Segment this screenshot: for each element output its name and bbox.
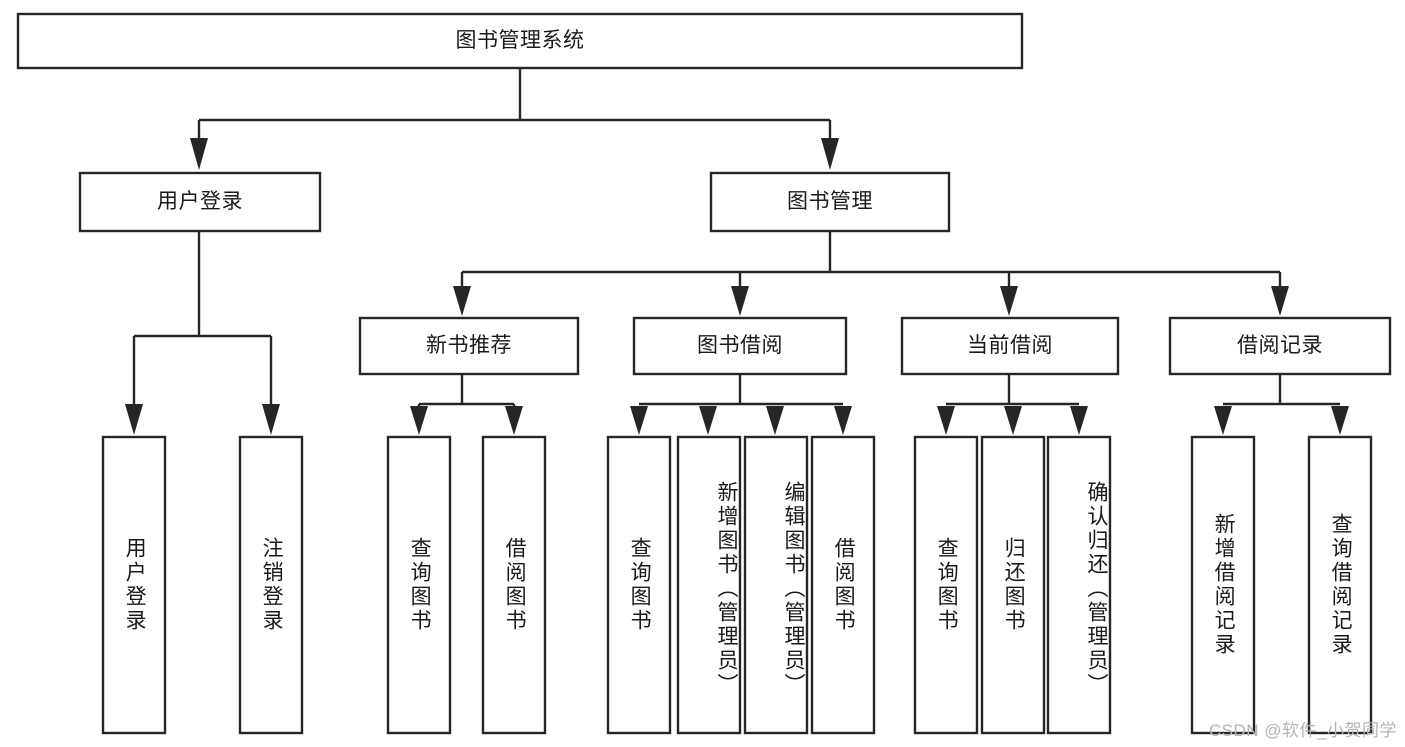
connector-group-book-management (453, 231, 1289, 316)
connector-group-user-login (125, 231, 280, 435)
arrow-head-leaf-return-book (1004, 406, 1022, 435)
node-box-book-borrow[interactable] (632, 316, 848, 376)
node-box-borrow-record[interactable] (1168, 316, 1392, 376)
node-box-leaf-borrow-book-1[interactable] (481, 435, 547, 735)
node-box-root[interactable] (16, 12, 1024, 70)
connector-group-root (190, 68, 839, 170)
arrow-head-leaf-confirm-return (1070, 406, 1088, 435)
arrow-head-book-borrow (731, 286, 749, 316)
connector-group-book-borrow (630, 374, 852, 435)
arrow-head-leaf-add-book (699, 406, 717, 435)
arrow-head-leaf-query-book-1 (410, 406, 428, 435)
node-box-book-management[interactable] (709, 171, 951, 233)
node-box-user-login[interactable] (78, 171, 322, 233)
arrow-head-leaf-borrow-book-1 (505, 406, 523, 435)
node-box-leaf-confirm-return[interactable] (1046, 435, 1112, 735)
arrow-head-leaf-borrow-book-2 (834, 406, 852, 435)
node-box-leaf-return-book[interactable] (980, 435, 1046, 735)
arrow-head-book-management (821, 138, 839, 170)
node-box-leaf-query-record[interactable] (1307, 435, 1373, 735)
arrow-head-leaf-user-login (125, 404, 143, 435)
arrow-head-borrow-record (1271, 286, 1289, 316)
watermark-text: CSDN @软件_小贺同学 (1208, 721, 1397, 740)
node-box-leaf-query-book-1[interactable] (386, 435, 452, 735)
node-box-leaf-query-book-2[interactable] (606, 435, 672, 735)
connector-group-current-borrow (937, 374, 1088, 435)
arrow-head-leaf-edit-book (766, 406, 784, 435)
node-box-leaf-query-book-3[interactable] (913, 435, 979, 735)
arrow-head-user-login (190, 138, 208, 170)
node-box-leaf-add-book[interactable] (676, 435, 742, 735)
node-box-leaf-borrow-book-2[interactable] (810, 435, 876, 735)
arrow-head-leaf-add-record (1214, 406, 1232, 435)
node-box-leaf-edit-book[interactable] (743, 435, 809, 735)
node-box-leaf-add-record[interactable] (1190, 435, 1256, 735)
node-box-new-book-recommend[interactable] (358, 316, 580, 376)
arrow-head-leaf-query-book-2 (630, 406, 648, 435)
node-box-leaf-user-login[interactable] (101, 435, 167, 735)
connector-group-new-book-recommend (410, 374, 523, 435)
arrow-head-new-book-recommend (453, 286, 471, 316)
arrow-head-leaf-query-book-3 (937, 406, 955, 435)
arrow-head-current-borrow (1000, 286, 1018, 316)
arrow-head-leaf-query-record (1331, 406, 1349, 435)
node-box-leaf-logout[interactable] (238, 435, 304, 735)
node-box-current-borrow[interactable] (900, 316, 1120, 376)
connector-group-borrow-record (1214, 374, 1349, 435)
arrow-head-leaf-logout (262, 404, 280, 435)
